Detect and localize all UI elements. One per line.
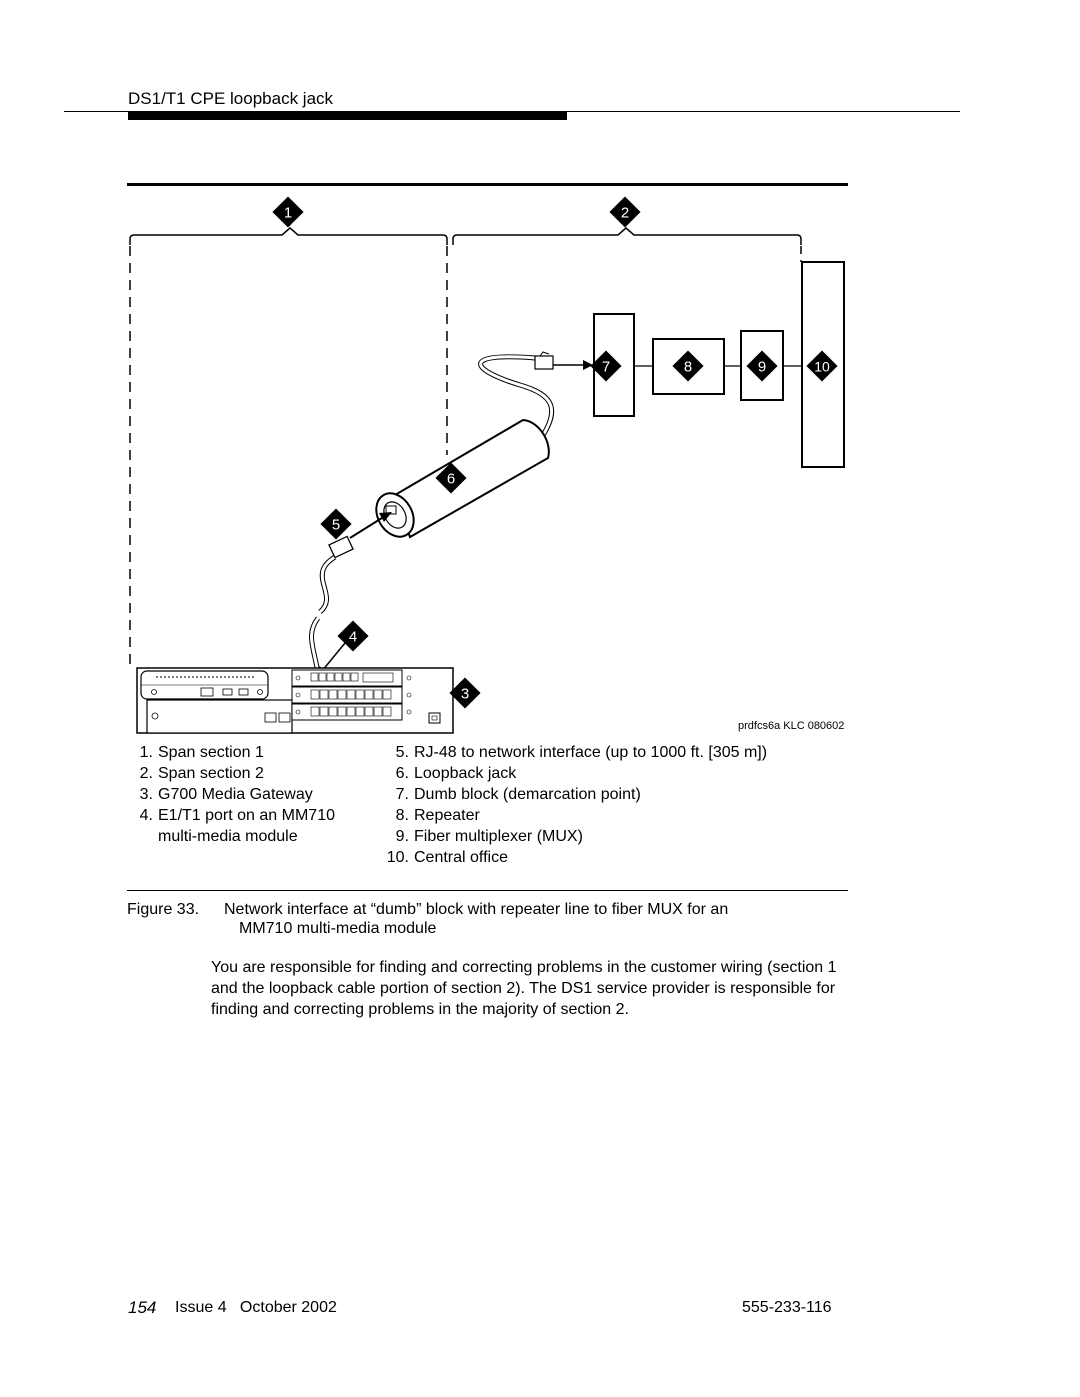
figure-legend-left: 1. Span section 1 2. Span section 2 3. G… (130, 742, 380, 847)
svg-text:1: 1 (284, 205, 292, 222)
legend-item: 8. Repeater (378, 805, 848, 826)
legend-number: 2. (139, 765, 153, 782)
callout-1: 1 (272, 196, 304, 228)
rj48-plug-at-dumb-block (534, 351, 554, 370)
legend-item: 4. E1/T1 port on an MM710 (130, 805, 380, 826)
callout-8: 8 (672, 350, 704, 382)
callout-10: 10 (806, 350, 838, 382)
footer-document-number: 555-233-116 (742, 1299, 832, 1316)
legend-number: 4. (139, 807, 153, 824)
span-section-1-bracket (129, 227, 448, 668)
header-bar (128, 112, 567, 120)
figure-caption-line-1: Network interface at “dumb” block with r… (224, 901, 729, 918)
legend-item: 5. RJ-48 to network interface (up to 100… (378, 742, 848, 763)
legend-text: Span section 1 (158, 744, 264, 761)
svg-text:10: 10 (814, 359, 830, 375)
svg-text:8: 8 (684, 359, 692, 376)
cable-to-dumb-block (478, 354, 555, 442)
legend-item: 1. Span section 1 (130, 742, 380, 763)
callout-2: 2 (609, 196, 641, 228)
rj48-plug (328, 535, 354, 559)
figure-caption-line-2: MM710 multi-media module (239, 920, 437, 937)
legend-number: 8. (395, 807, 409, 824)
legend-text: Span section 2 (158, 765, 264, 782)
legend-number: 1. (139, 744, 153, 761)
svg-text:7: 7 (602, 359, 610, 376)
span-section-2-bracket (452, 227, 802, 262)
legend-number: 5. (395, 744, 409, 761)
figure-caption-label: Figure 33. (127, 901, 200, 918)
callout-7: 7 (590, 350, 622, 382)
arrow-to-loopback-jack (349, 512, 392, 539)
callout-5: 5 (320, 508, 352, 540)
page-header-title: DS1/T1 CPE loopback jack (128, 89, 334, 108)
figure-bottom-rule (127, 890, 848, 891)
legend-text: Loopback jack (414, 765, 517, 782)
legend-number: 7. (395, 786, 409, 803)
legend-number: 10. (386, 849, 409, 866)
figure-art-id: prdfcs6a KLC 080602 (738, 720, 845, 732)
callout-3: 3 (449, 677, 481, 709)
legend-text: Repeater (414, 807, 480, 824)
footer-issue: Issue 4 October 2002 (175, 1299, 337, 1316)
svg-text:5: 5 (332, 517, 340, 534)
svg-text:9: 9 (758, 359, 766, 376)
legend-text: G700 Media Gateway (158, 786, 313, 803)
svg-text:4: 4 (349, 629, 357, 646)
legend-item: 10. Central office (378, 847, 848, 868)
legend-text: RJ-48 to network interface (up to 1000 f… (414, 744, 768, 761)
legend-item: 9. Fiber multiplexer (MUX) (378, 826, 848, 847)
network-diagram: 1 2 3 4 5 6 7 8 9 10 (129, 196, 845, 734)
body-paragraph: You are responsible for finding and corr… (211, 959, 837, 1018)
svg-text:6: 6 (447, 471, 455, 488)
legend-number: 6. (395, 765, 409, 782)
rj48-cable (309, 554, 337, 675)
legend-item: 6. Loopback jack (378, 763, 848, 784)
arrow-to-dumb-block (553, 360, 593, 370)
legend-item: multi-media module (130, 826, 380, 847)
legend-text: E1/T1 port on an MM710 (158, 807, 335, 824)
footer-page-number: 154 (128, 1298, 157, 1317)
figure-legend-right: 5. RJ-48 to network interface (up to 100… (378, 742, 848, 868)
legend-item: 3. G700 Media Gateway (130, 784, 380, 805)
legend-number: 9. (395, 828, 409, 845)
legend-number: 3. (139, 786, 153, 803)
legend-number (130, 826, 158, 847)
header-rule (64, 111, 960, 112)
legend-text: Dumb block (demarcation point) (414, 786, 641, 803)
figure-top-rule (127, 183, 848, 186)
svg-text:3: 3 (461, 686, 469, 703)
legend-text: Central office (414, 849, 508, 866)
legend-text: multi-media module (158, 828, 298, 845)
callout-9: 9 (746, 350, 778, 382)
legend-item: 2. Span section 2 (130, 763, 380, 784)
callout-6: 6 (435, 462, 467, 494)
g700-media-gateway (136, 667, 454, 734)
legend-item: 7. Dumb block (demarcation point) (378, 784, 848, 805)
svg-text:2: 2 (621, 205, 629, 222)
legend-text: Fiber multiplexer (MUX) (414, 828, 583, 845)
loopback-jack (375, 418, 550, 539)
callout-4: 4 (337, 620, 369, 652)
